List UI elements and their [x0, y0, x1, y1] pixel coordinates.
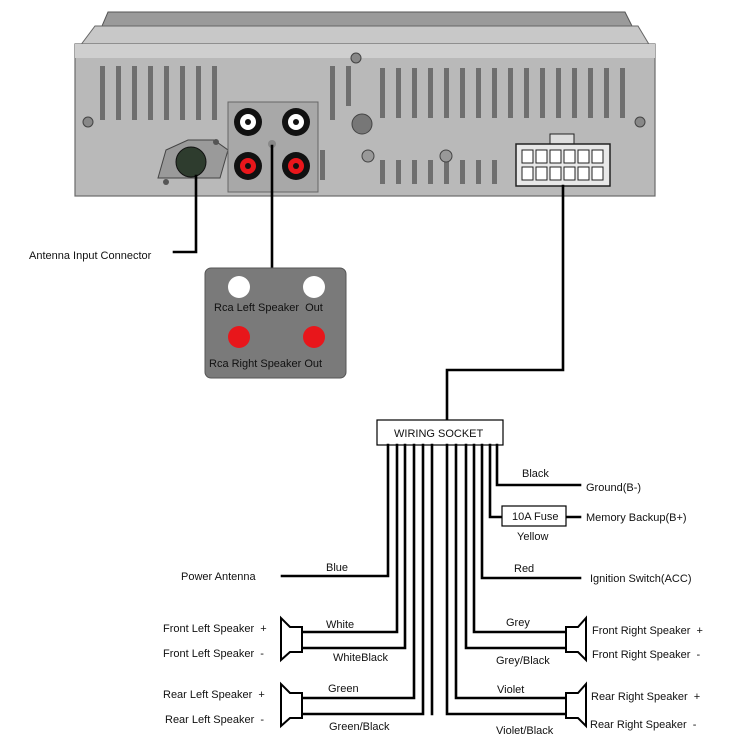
rca-right-label: Rca Right Speaker Out	[209, 358, 322, 370]
wire-label-blue: Blue	[326, 562, 348, 574]
rca-left-label: Rca Left Speaker Out	[214, 302, 323, 314]
label-rear-left-pos: Rear Left Speaker +	[163, 689, 265, 701]
label-ground: Ground(B-)	[586, 482, 641, 494]
ground-post	[351, 113, 373, 135]
label-rear-left-neg: Rear Left Speaker -	[165, 714, 264, 726]
right-wires	[445, 443, 582, 716]
screw	[350, 52, 362, 64]
screw	[82, 116, 94, 128]
wire-label-violet: Violet	[497, 684, 524, 696]
wire-label-white-black: WhiteBlack	[333, 652, 389, 664]
wiring-connector	[515, 133, 611, 187]
label-front-right-pos: Front Right Speaker +	[592, 625, 703, 637]
wire-label-black: Black	[522, 468, 549, 480]
screw	[361, 149, 375, 163]
head-unit	[74, 11, 656, 197]
label-front-left-neg: Front Left Speaker -	[163, 648, 264, 660]
wire-label-yellow: Yellow	[517, 531, 548, 543]
wire-label-green-black: Green/Black	[329, 721, 390, 733]
wiring-socket-box	[376, 419, 504, 446]
wire-label-white: White	[326, 619, 354, 631]
main-harness-cable	[445, 184, 565, 422]
label-rear-right-neg: Rear Right Speaker -	[590, 719, 697, 731]
speaker-icon	[280, 615, 303, 663]
label-rear-right-pos: Rear Right Speaker +	[591, 691, 700, 703]
label-power-antenna: Power Antenna	[181, 571, 256, 583]
left-wires	[280, 443, 434, 716]
wiring-socket-title: WIRING SOCKET	[394, 428, 484, 440]
speaker-icon	[565, 681, 587, 729]
antenna-socket	[157, 139, 229, 185]
fuse-label: 10A Fuse	[512, 511, 558, 523]
vent-slits-top	[100, 66, 625, 120]
speaker-icon	[565, 615, 587, 663]
antenna-lead	[172, 174, 198, 254]
label-front-right-neg: Front Right Speaker -	[592, 649, 701, 661]
screw	[634, 116, 646, 128]
screw	[439, 149, 453, 163]
label-front-left-pos: Front Left Speaker +	[163, 623, 267, 635]
label-memory-backup: Memory Backup(B+)	[586, 512, 687, 524]
antenna-input-label: Antenna Input Connector	[29, 250, 152, 262]
rca-output-panel	[204, 267, 347, 379]
fuse-box	[501, 505, 567, 527]
wire-label-green: Green	[328, 683, 359, 695]
wire-label-grey-black: Grey/Black	[496, 655, 550, 667]
label-ignition-switch: Ignition Switch(ACC)	[590, 573, 691, 585]
wire-label-red: Red	[514, 563, 534, 575]
wire-label-grey: Grey	[506, 617, 530, 629]
speaker-icon	[280, 681, 303, 729]
wire-label-violet-black: Violet/Black	[496, 725, 554, 737]
